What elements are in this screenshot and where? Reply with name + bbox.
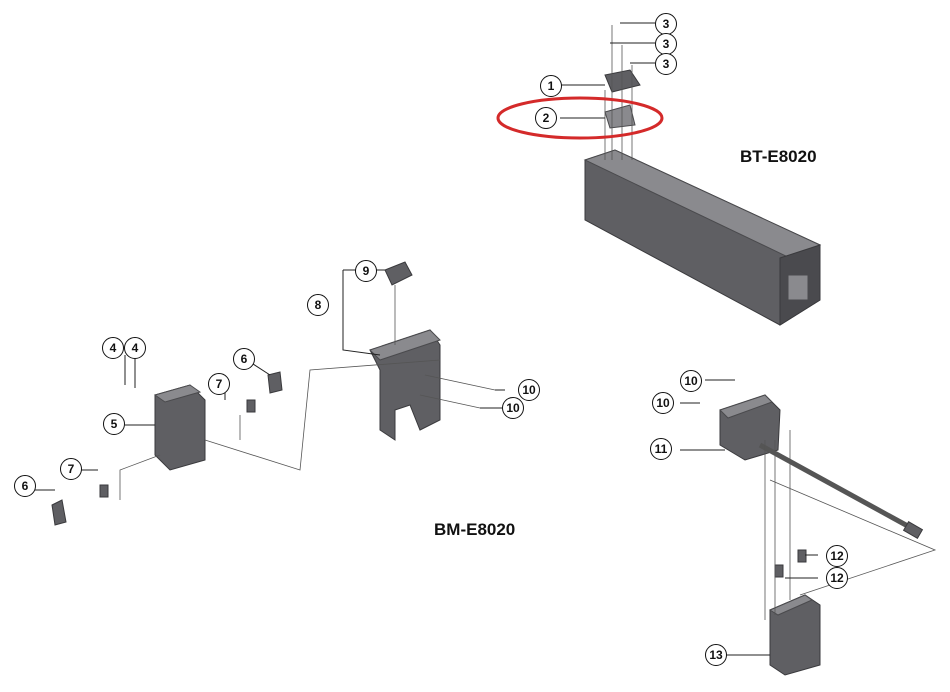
callout-11: 11 (650, 438, 672, 460)
battery-cap-part (604, 69, 641, 129)
callout-3: 3 (655, 33, 677, 55)
callout-10: 10 (652, 392, 674, 414)
callout-10: 10 (680, 370, 702, 392)
cap-part (384, 261, 413, 286)
callout-12: 12 (826, 567, 848, 589)
callout-7: 7 (60, 458, 82, 480)
callout-3: 3 (655, 13, 677, 35)
callout-10: 10 (518, 379, 540, 401)
cable-part (758, 442, 917, 533)
mount-part (153, 384, 206, 471)
callout-5: 5 (103, 413, 125, 435)
screw-part-3 (774, 564, 784, 578)
lower-mount-part (768, 594, 821, 676)
battery-model-label: BT-E8020 (740, 147, 817, 166)
cover-part (267, 371, 283, 394)
highlight-ellipse (496, 96, 664, 140)
callout-10: 10 (502, 397, 524, 419)
screw-part-4 (797, 549, 807, 563)
callout-4: 4 (124, 337, 146, 359)
screw-part-2 (99, 484, 109, 498)
callout-13: 13 (705, 644, 727, 666)
callout-12: 12 (826, 545, 848, 567)
callout-6: 6 (14, 475, 36, 497)
connector-part (902, 520, 924, 540)
callout-1: 1 (540, 75, 562, 97)
callout-9: 9 (355, 260, 377, 282)
callout-3: 3 (655, 53, 677, 75)
callout-6: 6 (233, 348, 255, 370)
battery-part (583, 149, 822, 326)
callout-4: 4 (102, 337, 124, 359)
callout-2: 2 (535, 107, 557, 129)
callout-7: 7 (208, 373, 230, 395)
callout-8: 8 (307, 294, 329, 316)
cover-part-2 (51, 499, 67, 526)
screw-part (246, 399, 256, 413)
mount-model-label: BM-E8020 (434, 520, 516, 539)
bracket-part (369, 329, 441, 441)
